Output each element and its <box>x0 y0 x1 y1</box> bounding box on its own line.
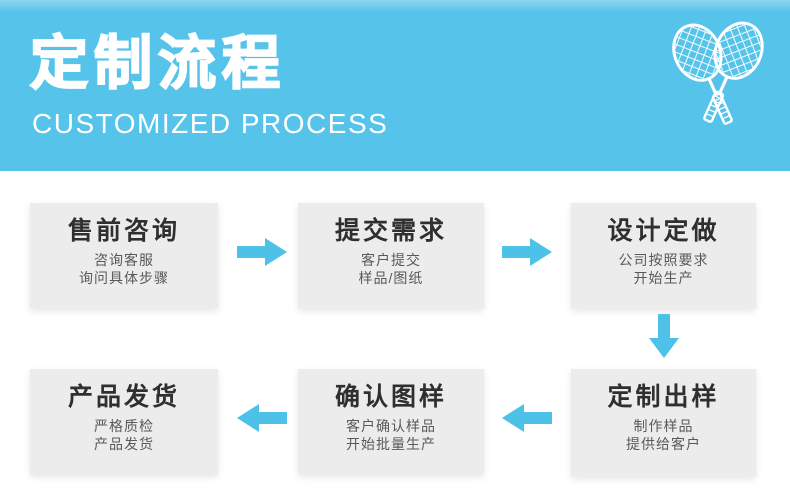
step-box-custom-sample: 定制出样 制作样品 提供给客户 <box>571 369 756 476</box>
step-title: 提交需求 <box>334 217 447 245</box>
step-desc-line: 严格质检 <box>94 418 154 434</box>
step-desc-line: 咨询客服 <box>94 252 154 268</box>
step-desc-line: 开始生产 <box>633 270 694 286</box>
step-title: 确认图样 <box>334 383 447 411</box>
step-desc-line: 产品发货 <box>94 436 154 452</box>
step-box-product-shipping: 产品发货 严格质检 产品发货 <box>30 369 218 474</box>
step-box-submit-request: 提交需求 客户提交 样品/图纸 <box>298 203 484 308</box>
arrow-down-icon <box>649 314 679 358</box>
step-desc-line: 制作样品 <box>633 418 694 434</box>
step-desc-line: 询问具体步骤 <box>79 270 169 286</box>
badminton-rackets-icon <box>664 18 772 156</box>
step-title: 定制出样 <box>607 383 720 411</box>
page-subtitle: CUSTOMIZED PROCESS <box>32 108 389 139</box>
step-title: 设计定做 <box>607 217 720 245</box>
step-desc-line: 客户确认样品 <box>346 418 436 434</box>
arrow-left-icon <box>502 404 552 432</box>
arrow-right-icon <box>237 238 287 266</box>
step-desc-line: 样品/图纸 <box>358 270 424 286</box>
header-banner: 定制流程 CUSTOMIZED PROCESS <box>0 0 790 171</box>
step-box-presale-consult: 售前咨询 咨询客服 询问具体步骤 <box>30 203 218 308</box>
step-desc-line: 开始批量生产 <box>346 436 436 452</box>
page-title: 定制流程 <box>29 30 287 97</box>
step-desc-line: 客户提交 <box>361 252 421 268</box>
step-box-design-customize: 设计定做 公司按照要求 开始生产 <box>571 203 756 308</box>
step-title: 产品发货 <box>67 383 180 411</box>
arrow-right-icon <box>502 238 552 266</box>
step-desc-line: 公司按照要求 <box>618 252 709 268</box>
step-box-confirm-sample: 确认图样 客户确认样品 开始批量生产 <box>298 369 484 474</box>
step-title: 售前咨询 <box>67 217 180 245</box>
arrow-left-icon <box>237 404 287 432</box>
step-desc-line: 提供给客户 <box>626 436 701 452</box>
